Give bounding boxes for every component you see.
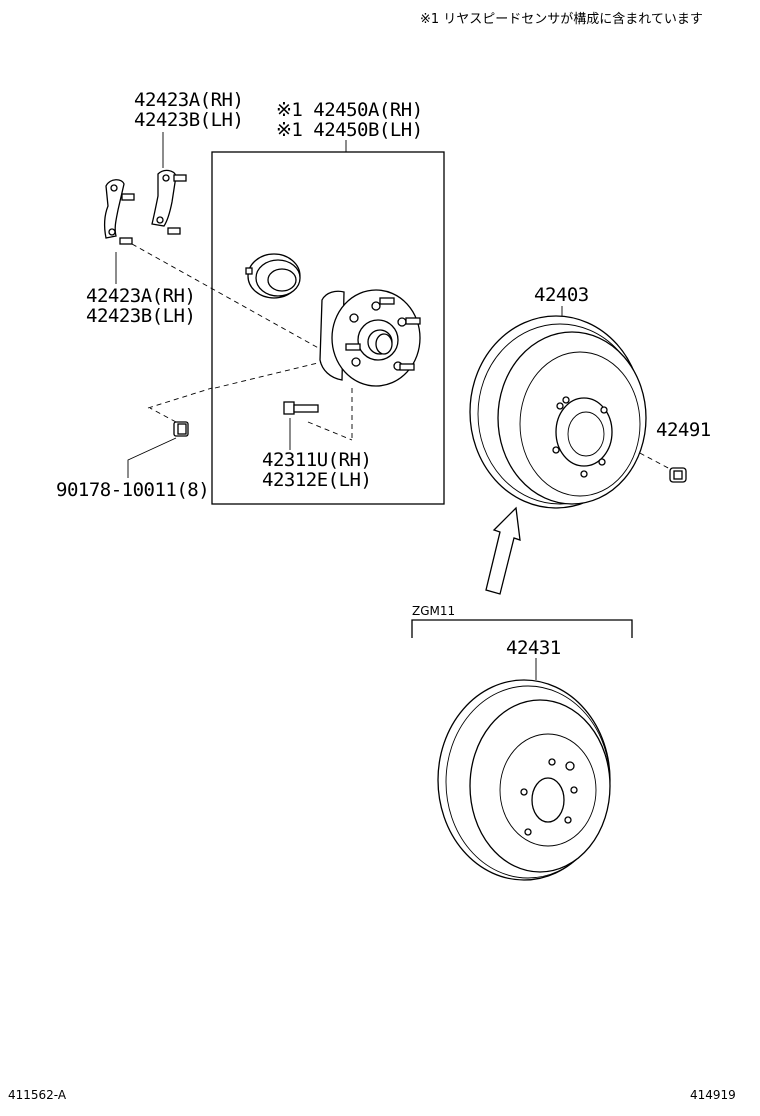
shoe-bracket-upper — [151, 169, 187, 235]
label-hub-rh[interactable]: ※1 42450A(RH) — [276, 99, 423, 121]
bearing-ring — [245, 253, 301, 299]
hub-assembly-frame — [211, 151, 445, 505]
label-shoe-upper-lh[interactable]: 42423B(LH) — [134, 109, 244, 131]
label-shoe-upper-rh[interactable]: 42423A(RH) — [134, 89, 244, 111]
footer-left-code: 411562-A — [8, 1088, 67, 1102]
label-shoe-lower-rh[interactable]: 42423A(RH) — [86, 285, 196, 307]
hub-flange — [319, 289, 421, 387]
label-shoe-lower-lh[interactable]: 42423B(LH) — [86, 305, 196, 327]
nut-left — [173, 421, 189, 437]
brake-disc — [437, 679, 611, 881]
hub-bolt — [283, 401, 319, 415]
label-nut-left[interactable]: 90178-10011(8) — [56, 479, 210, 501]
arrow-icon — [485, 506, 521, 595]
nut-right — [669, 467, 687, 483]
label-model: ZGM11 — [412, 604, 456, 618]
brake-drum — [469, 315, 647, 509]
label-bolt-lh[interactable]: 42312E(LH) — [262, 469, 372, 491]
label-hub-lh[interactable]: ※1 42450B(LH) — [276, 119, 423, 141]
label-drum[interactable]: 42403 — [534, 284, 589, 306]
label-disc[interactable]: 42431 — [506, 637, 561, 659]
component-note: ※1 リヤスピードセンサが構成に含まれています — [420, 12, 703, 27]
model-bracket — [411, 619, 633, 638]
shoe-bracket-lower — [104, 179, 135, 245]
label-bolt-rh[interactable]: 42311U(RH) — [262, 449, 372, 471]
label-nut-right[interactable]: 42491 — [656, 419, 711, 441]
footer-right-code: 414919 — [690, 1088, 736, 1102]
